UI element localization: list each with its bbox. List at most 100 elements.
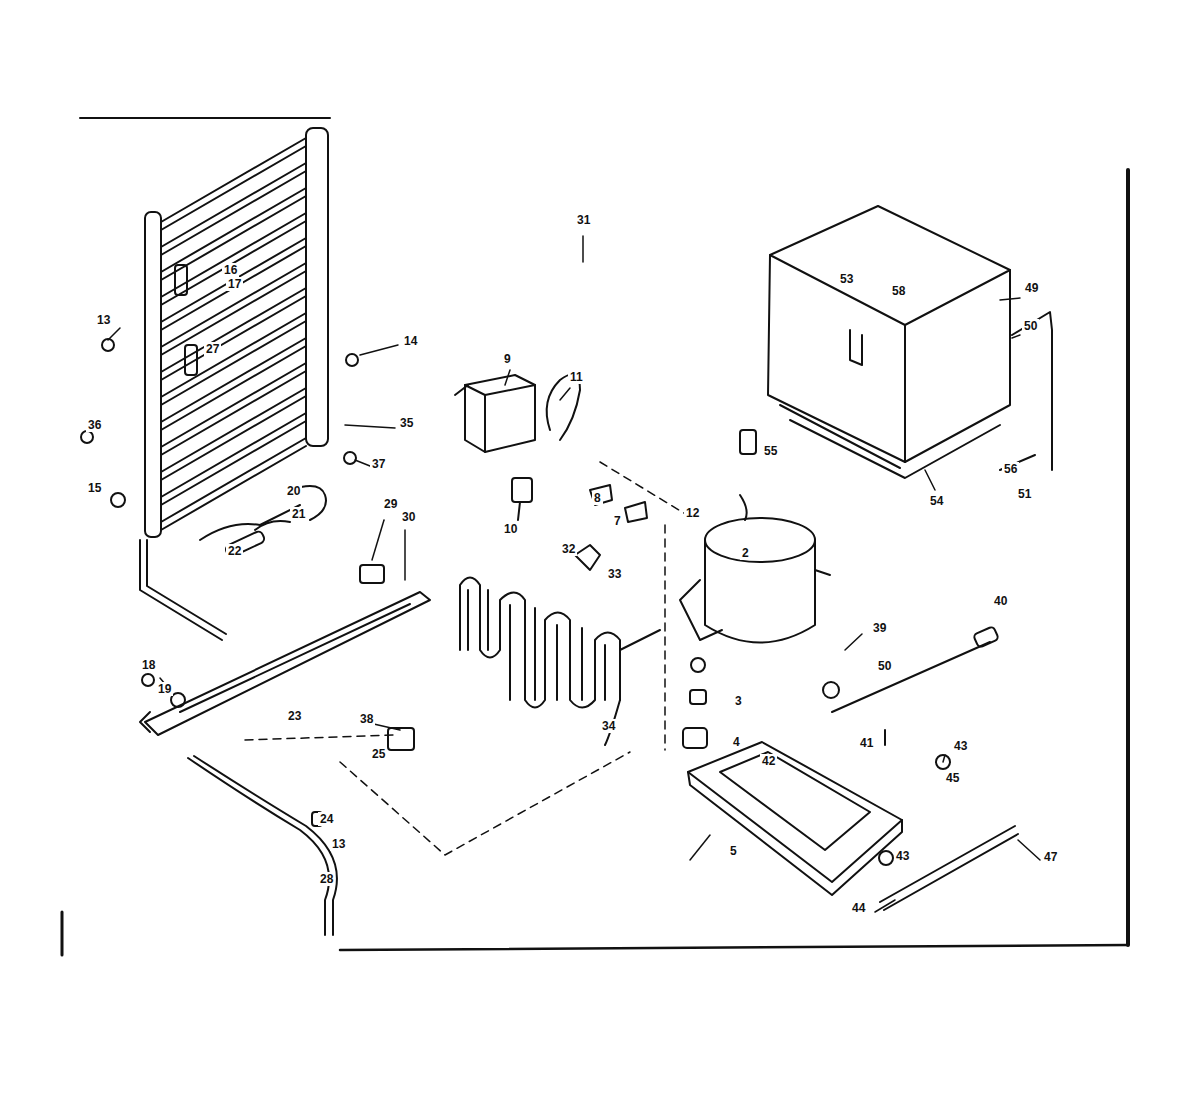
callout-number: 45: [944, 771, 961, 785]
callout-number: 39: [871, 621, 888, 635]
evaporator-coil: [460, 578, 660, 746]
callout-number: 3: [733, 694, 744, 708]
callout-number: 36: [86, 418, 103, 432]
leader-lines: [1012, 335, 1020, 338]
leader-lines: [1000, 298, 1020, 300]
callout-number: 43: [952, 739, 969, 753]
base-frame: [688, 742, 902, 895]
rods: [823, 626, 1018, 910]
callout-number: 25: [370, 747, 387, 761]
callout-number: 50: [876, 659, 893, 673]
rods: [879, 851, 893, 865]
callout-number: 5: [728, 844, 739, 858]
drier-tubes: [224, 530, 265, 558]
condenser-coil: [344, 452, 356, 464]
callout-number: 58: [890, 284, 907, 298]
callout-number: 29: [382, 497, 399, 511]
callout-number: 38: [358, 712, 375, 726]
compressor: [815, 570, 830, 575]
condenser-coil: [142, 674, 154, 686]
condenser-coil: [81, 128, 358, 707]
leader-lines: [925, 470, 935, 490]
callout-number: 44: [850, 901, 867, 915]
frame-border: [61, 912, 64, 955]
control-box: [590, 485, 612, 505]
control-box: [547, 374, 580, 440]
callout-number: 47: [1042, 850, 1059, 864]
compressor: [683, 728, 707, 748]
condenser-coil: [185, 345, 197, 375]
callout-number: 51: [1016, 487, 1033, 501]
control-box: [625, 502, 647, 522]
callout-number: 21: [290, 507, 307, 521]
tube-assembly: [188, 756, 337, 935]
callout-number: 37: [370, 457, 387, 471]
callout-number: 15: [86, 481, 103, 495]
callout-number: 43: [894, 849, 911, 863]
callout-number: 16: [222, 263, 239, 277]
condenser-coil: [161, 438, 306, 530]
unit-housing: [1012, 312, 1052, 470]
leader-lines: [690, 835, 710, 860]
callout-number: 54: [928, 494, 945, 508]
callout-number: 24: [318, 812, 335, 826]
fan-bracket: [140, 592, 430, 735]
rods: [832, 642, 990, 712]
dashed-guides: [600, 462, 692, 518]
callout-number: 14: [402, 334, 419, 348]
frame-border: [1126, 170, 1130, 945]
control-box: [455, 385, 468, 395]
compressor: [691, 658, 705, 672]
control-box: [465, 385, 535, 395]
callout-number: 33: [606, 567, 623, 581]
leader-lines: [943, 755, 945, 762]
callout-number: 27: [204, 342, 221, 356]
base-frame: [688, 772, 902, 895]
compressor: [705, 518, 815, 562]
callout-number: 22: [226, 544, 243, 558]
clips: [388, 728, 414, 750]
callout-number: 19: [156, 682, 173, 696]
callout-number: 13: [330, 837, 347, 851]
rods: [936, 755, 950, 769]
leader-lines: [372, 520, 384, 560]
unit-housing: [740, 206, 1052, 478]
drier-tubes: [200, 486, 326, 558]
control-box: [512, 478, 532, 502]
callout-number: 55: [762, 444, 779, 458]
control-box: [518, 502, 520, 520]
condenser-coil: [306, 128, 328, 446]
leader-lines: [404, 530, 406, 580]
callout-number: 17: [226, 277, 243, 291]
compressor: [680, 580, 722, 640]
callout-number: 53: [838, 272, 855, 286]
callout-number: 4: [731, 735, 742, 749]
leader-lines: [345, 425, 395, 428]
leader-lines: [845, 634, 862, 650]
control-box: [455, 374, 647, 570]
clips: [312, 565, 414, 826]
callout-number: 32: [560, 542, 577, 556]
control-box: [465, 375, 535, 452]
dashed-guides: [245, 462, 692, 855]
leader-lines: [1018, 840, 1040, 860]
leader-lines: [875, 900, 895, 912]
condenser-coil: [81, 431, 93, 443]
leader-lines: [108, 236, 1040, 912]
drier-tubes: [255, 521, 290, 530]
compressor: [740, 495, 747, 520]
base-frame: [720, 752, 870, 850]
compressor: [680, 495, 830, 748]
callout-number: 11: [568, 370, 585, 384]
tube-assembly: [194, 756, 337, 935]
rods: [823, 682, 839, 698]
rods: [880, 826, 1018, 910]
callout-number: 18: [140, 658, 157, 672]
evaporator-coil: [460, 578, 620, 708]
unit-housing: [740, 430, 756, 454]
clips: [360, 565, 384, 583]
condenser-coil: [346, 354, 358, 366]
fan-bracket: [140, 712, 150, 732]
